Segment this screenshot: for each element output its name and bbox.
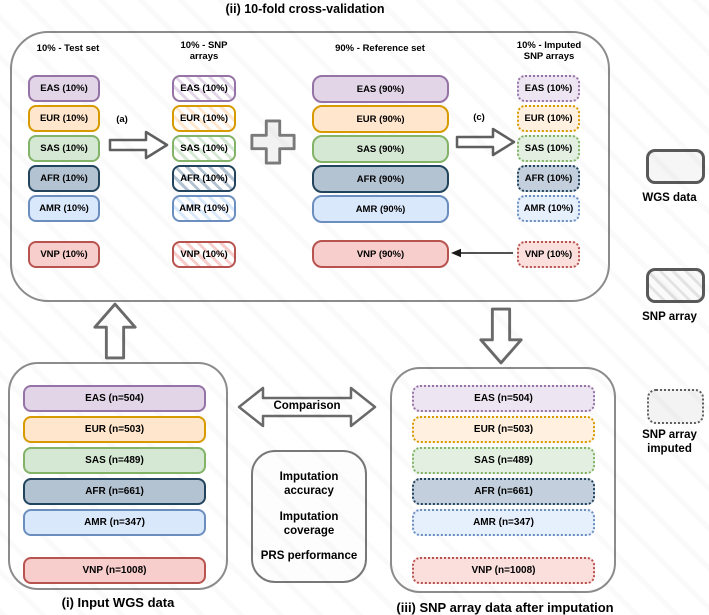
input-box-sas: SAS (n=489) xyxy=(23,447,206,474)
snp-box-afr: AFR (10%) xyxy=(172,165,236,192)
metric-prs-performance: PRS performance xyxy=(260,550,358,563)
arrow-a-icon xyxy=(108,130,169,160)
test-box-afr: AFR (10%) xyxy=(28,165,100,192)
imputed-box-eur: EUR (10%) xyxy=(517,105,580,132)
imputed-box-eas: EAS (10%) xyxy=(517,75,580,102)
ref-box-afr: AFR (90%) xyxy=(312,165,449,193)
legend-snp-imputed-swatch xyxy=(647,389,704,424)
arrow-up-icon xyxy=(93,302,137,360)
imputed-arrays-header-line1: 10% - Imputed xyxy=(516,40,582,51)
ref-box-eas: EAS (90%) xyxy=(312,75,449,103)
arrow-a-label: (a) xyxy=(116,114,128,125)
output-box-sas: SAS (n=489) xyxy=(412,447,595,474)
ref-box-sas: SAS (90%) xyxy=(312,135,449,163)
test-box-eas: EAS (10%) xyxy=(28,75,100,102)
test-box-vnp: VNP (10%) xyxy=(28,241,100,268)
imputed-box-sas: SAS (10%) xyxy=(517,135,580,162)
test-box-amr: AMR (10%) xyxy=(28,195,100,222)
caption-imputed-output: (iii) SNP array data after imputation xyxy=(396,600,614,615)
output-box-amr: AMR (n=347) xyxy=(412,509,595,536)
snp-box-vnp: VNP (10%) xyxy=(172,241,236,268)
arrow-down-icon xyxy=(479,307,523,365)
input-wgs-column: EAS (n=504) EUR (n=503) SAS (n=489) AFR … xyxy=(23,385,206,584)
legend-snp-imputed-line1: SNP array xyxy=(642,429,697,441)
test-set-header: 10% - Test set xyxy=(36,43,100,54)
section-title-cross-validation: (ii) 10-fold cross-validation xyxy=(225,2,385,16)
cross-validation-container xyxy=(10,31,610,302)
reference-set-header: 90% - Reference set xyxy=(335,43,425,54)
imputed-output-container xyxy=(390,367,616,593)
input-box-eur: EUR (n=503) xyxy=(23,416,206,443)
output-box-eas: EAS (n=504) xyxy=(412,385,595,412)
imputed-arrays-header-line2: SNP arrays xyxy=(523,51,575,62)
vnp-feedback-arrow-icon xyxy=(451,248,513,258)
snp-arrays-header-line1: 10% - SNP xyxy=(180,40,228,51)
metric-imputation-accuracy: Imputation accuracy xyxy=(279,470,339,497)
snp-box-sas: SAS (10%) xyxy=(172,135,236,162)
comparison-arrow-icon xyxy=(237,386,377,428)
legend-wgs-swatch xyxy=(646,149,705,184)
snp-arrays-header-line2: arrays xyxy=(189,51,219,62)
input-box-eas: EAS (n=504) xyxy=(23,385,206,412)
ref-box-vnp: VNP (90%) xyxy=(312,240,449,268)
metric-imputation-coverage: Imputation coverage xyxy=(279,510,339,537)
output-box-vnp: VNP (n=1008) xyxy=(412,557,595,584)
snp-box-eur: EUR (10%) xyxy=(172,105,236,132)
legend-snp-array-label: SNP array xyxy=(642,311,697,323)
legend-wgs-label: WGS data xyxy=(642,192,697,204)
caption-input-wgs: (i) Input WGS data xyxy=(61,595,175,610)
input-box-amr: AMR (n=347) xyxy=(23,509,206,536)
arrow-c-icon xyxy=(455,127,516,157)
reference-set-column: EAS (90%) EUR (90%) SAS (90%) AFR (90%) … xyxy=(312,75,449,268)
imputed-arrays-column: EAS (10%) EUR (10%) SAS (10%) AFR (10%) … xyxy=(517,75,580,268)
imputed-box-afr: AFR (10%) xyxy=(517,165,580,192)
comparison-metrics-box: Imputation accuracy Imputation coverage … xyxy=(251,450,367,583)
ref-box-eur: EUR (90%) xyxy=(312,105,449,133)
output-box-afr: AFR (n=661) xyxy=(412,478,595,505)
arrow-c-label: (c) xyxy=(473,112,485,123)
ref-box-amr: AMR (90%) xyxy=(312,195,449,223)
imputed-box-amr: AMR (10%) xyxy=(517,195,580,222)
input-box-vnp: VNP (n=1008) xyxy=(23,557,206,584)
imputed-output-column: EAS (n=504) EUR (n=503) SAS (n=489) AFR … xyxy=(412,385,595,584)
output-box-eur: EUR (n=503) xyxy=(412,416,595,443)
test-box-sas: SAS (10%) xyxy=(28,135,100,162)
snp-box-amr: AMR (10%) xyxy=(172,195,236,222)
legend-snp-array-swatch xyxy=(646,268,705,303)
test-set-column: EAS (10%) EUR (10%) SAS (10%) AFR (10%) … xyxy=(28,75,100,268)
imputed-arrays-header: 10% - Imputed SNP arrays xyxy=(499,40,599,62)
snp-arrays-column: EAS (10%) EUR (10%) SAS (10%) AFR (10%) … xyxy=(172,75,236,268)
imputed-box-vnp: VNP (10%) xyxy=(517,241,580,268)
legend-snp-imputed-label: SNP array imputed xyxy=(630,428,709,456)
input-box-afr: AFR (n=661) xyxy=(23,478,206,505)
input-wgs-container xyxy=(8,362,228,590)
snp-box-eas: EAS (10%) xyxy=(172,75,236,102)
legend-snp-imputed-line2: imputed xyxy=(647,443,692,455)
comparison-label: Comparison xyxy=(273,400,341,412)
plus-icon xyxy=(250,119,296,165)
test-box-eur: EUR (10%) xyxy=(28,105,100,132)
snp-arrays-header: 10% - SNP arrays xyxy=(154,40,254,62)
